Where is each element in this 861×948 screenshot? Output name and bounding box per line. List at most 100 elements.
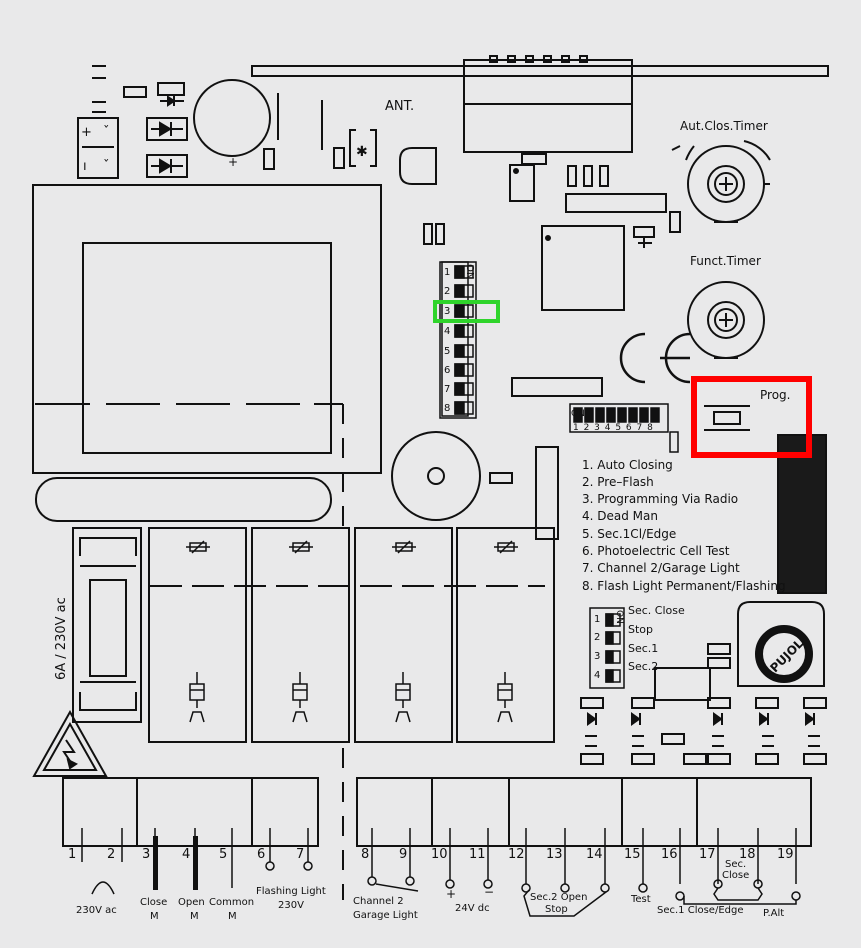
terminal-8: 8 [361, 847, 370, 862]
terminal-1: 1 [68, 847, 77, 862]
terminal-10: 10 [431, 847, 448, 862]
dip-function-4: 4. Dead Man [582, 509, 658, 523]
pujol-logo-emblem [737, 601, 825, 687]
terminal-3: 3 [142, 847, 151, 862]
terminal-7: 7 [296, 847, 305, 862]
high-voltage-warning-icon [32, 709, 108, 777]
dip-small-number-4: 4 [594, 670, 601, 681]
dip-switch-small [589, 607, 625, 689]
dip-vertical-number-5: 5 [444, 346, 451, 357]
dip-vertical-number-2: 2 [444, 286, 451, 297]
dip-3-highlight-box [433, 300, 500, 323]
antenna-parts: ✱ [321, 100, 437, 185]
label-stop: Stop [545, 904, 568, 915]
funct-timer-label: Funct.Timer [690, 254, 761, 268]
dip-vertical-number-7: 7 [444, 384, 451, 395]
dip-horizontal-on-label: ON [571, 409, 585, 419]
dip-function-2: 2. Pre–Flash [582, 475, 654, 489]
relays [148, 527, 555, 743]
label-sec1-close-edge: Sec.1 Close/Edge [657, 905, 744, 916]
dip-vertical-number-6: 6 [444, 365, 451, 376]
top-connector [251, 55, 829, 165]
svg-text:ı: ı [83, 159, 87, 174]
label-flashing-230v: 230V [278, 900, 304, 911]
dip-small-stop: Stop [628, 623, 654, 636]
dip-horizontal-numbers: 1 2 3 4 5 6 7 8 [573, 423, 654, 433]
label-common: Common [209, 897, 255, 908]
label-flashing-light: Flashing Light [256, 886, 326, 897]
terminal-9: 9 [399, 847, 408, 862]
transformer [32, 184, 382, 530]
radio-module [777, 434, 827, 594]
dip-small-on-label: ON [614, 610, 624, 624]
small-components-right [580, 643, 827, 765]
dip-function-5: 5. Sec.1Cl/Edge [582, 527, 677, 541]
label-plus: + [446, 887, 457, 901]
terminal-blocks [62, 777, 812, 917]
terminal-19: 19 [777, 847, 794, 862]
dip-function-8: 8. Flash Light Permanent/Flashing [582, 579, 786, 593]
dip-function-7: 7. Channel 2/Garage Light [582, 561, 740, 575]
aut-clos-timer-label: Aut.Clos.Timer [680, 119, 768, 133]
label-m-close: M [150, 911, 159, 922]
dip-small-sec1: Sec.1 [628, 642, 659, 655]
terminal-13: 13 [546, 847, 563, 862]
dip-vertical-on-label: ON [464, 264, 475, 280]
svg-text:ˇ: ˇ [103, 159, 110, 174]
prog-label: Prog. [760, 388, 791, 402]
svg-text:ˇ: ˇ [103, 125, 110, 140]
buzzer [391, 377, 603, 540]
label-open: Open [178, 897, 205, 908]
terminal-16: 16 [661, 847, 678, 862]
prog-highlight-box [691, 376, 812, 458]
terminal-2: 2 [107, 847, 116, 862]
label-230v-ac: 230V ac [76, 905, 117, 916]
label-sec: Sec. [725, 859, 747, 870]
fuse-rating-label: 6A / 230V ac [54, 597, 69, 680]
terminal-5: 5 [219, 847, 228, 862]
label-24v-dc: 24V dc [455, 903, 490, 914]
svg-text:+: + [228, 155, 238, 169]
chips [423, 164, 681, 311]
terminal-15: 15 [624, 847, 641, 862]
dip-vertical-number-1: 1 [444, 267, 451, 278]
fuse-holder [72, 527, 142, 723]
label-p-alt: P.Alt [763, 908, 785, 919]
dip-function-6: 6. Photoelectric Cell Test [582, 544, 730, 558]
svg-text:✱: ✱ [356, 144, 368, 160]
dip-small-sec2: Sec.2 [628, 660, 659, 673]
terminal-17: 17 [699, 847, 716, 862]
terminal-11: 11 [469, 847, 486, 862]
label-channel-2: Channel 2 [353, 896, 404, 907]
terminal-14: 14 [586, 847, 603, 862]
funct-timer [687, 281, 765, 359]
dip-function-1: 1. Auto Closing [582, 458, 673, 472]
label-minus: − [484, 885, 495, 899]
terminal-6: 6 [257, 847, 266, 862]
capacitor-large: + [193, 79, 279, 170]
ce-mark [619, 332, 691, 384]
diode-cluster: + ˇ ı ˇ [77, 65, 188, 179]
label-test: Test [631, 894, 651, 905]
dip-small-number-2: 2 [594, 632, 601, 643]
dip-vertical-number-3: 3 [444, 306, 451, 317]
dip-switch-horizontal [569, 403, 679, 453]
dip-vertical-number-4: 4 [444, 326, 451, 337]
antenna-label: ANT. [385, 99, 415, 114]
label-close: Close [140, 897, 168, 908]
svg-text:+: + [81, 125, 92, 140]
dip-switch-vertical [439, 261, 477, 419]
label-m-open: M [190, 911, 199, 922]
dip-small-number-1: 1 [594, 614, 601, 625]
label-close-18: Close [722, 870, 750, 881]
terminal-12: 12 [508, 847, 525, 862]
label-m-common: M [228, 911, 237, 922]
aut-clos-timer [671, 140, 771, 223]
dip-function-3: 3. Programming Via Radio [582, 492, 739, 506]
terminal-4: 4 [182, 847, 191, 862]
dip-vertical-number-8: 8 [444, 403, 451, 414]
dip-small-number-3: 3 [594, 651, 601, 662]
prog-button [704, 405, 750, 431]
